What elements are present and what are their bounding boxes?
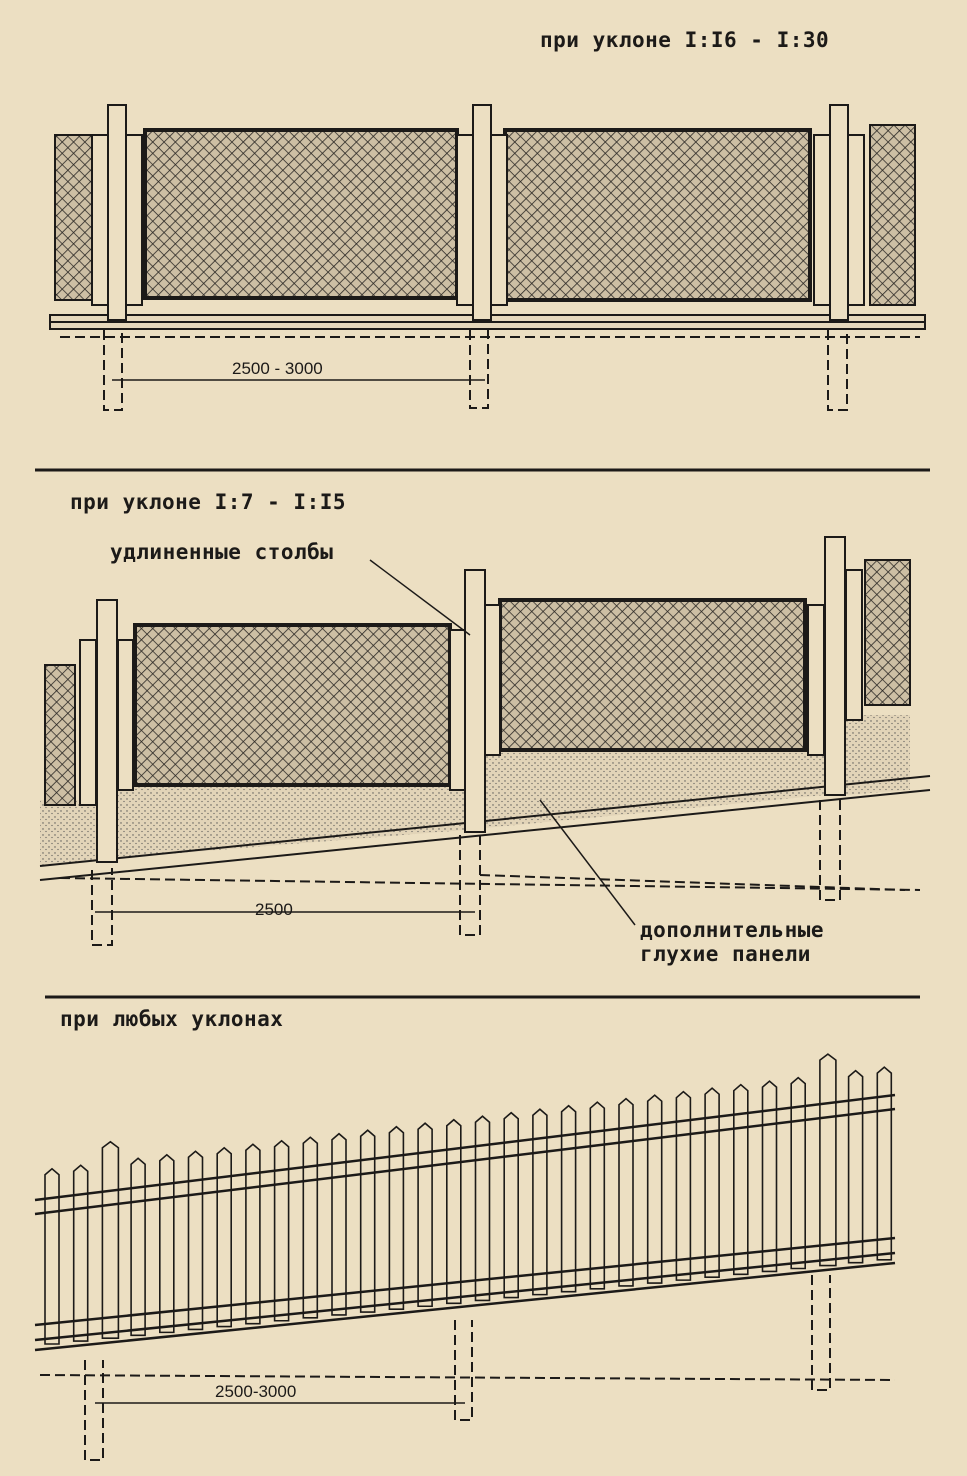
picket: [388, 1125, 405, 1310]
picket: [474, 1115, 491, 1302]
mesh-panel: [498, 598, 807, 752]
picket: [72, 1164, 89, 1342]
picket: [446, 1118, 462, 1305]
callout-extended-posts: удлиненные столбы: [110, 540, 334, 564]
section-2-dimension: 2500: [255, 900, 293, 919]
picket: [790, 1076, 806, 1270]
mesh-panel: [143, 128, 459, 300]
mesh-panel: [864, 559, 911, 706]
section-3-dimension: 2500-3000: [215, 1382, 297, 1401]
posts: [79, 536, 863, 863]
bottom-rail: [34, 1236, 896, 1352]
mesh-panel: [44, 664, 76, 806]
fence-elevation-medium-slope: [39, 536, 931, 946]
fence-post: [101, 1140, 120, 1339]
picket: [532, 1108, 548, 1296]
picket: [761, 1080, 778, 1273]
picket: [503, 1111, 519, 1299]
section-2-title: при уклоне I:7 - I:I5: [70, 490, 347, 514]
fence-elevation-gentle-slope: [49, 104, 926, 411]
section-3-title: при любых уклонах: [60, 1007, 284, 1031]
fence-elevation-any-slope: [34, 1053, 896, 1461]
mesh-panel: [869, 124, 916, 306]
mesh-panel: [133, 623, 452, 787]
leader-line: [369, 559, 471, 636]
picket: [704, 1087, 720, 1279]
picket: [876, 1066, 893, 1261]
leader-line: [539, 799, 636, 926]
picket: [331, 1132, 347, 1316]
picket: [273, 1139, 290, 1322]
callout-panels-line2: глухие панели: [640, 942, 811, 966]
picket: [560, 1104, 577, 1293]
section-1-title: при уклоне I:I6 - I:30: [540, 28, 830, 52]
picket: [646, 1094, 663, 1284]
picket: [130, 1157, 146, 1337]
picket: [187, 1150, 204, 1331]
picket: [302, 1136, 319, 1319]
picket: [359, 1129, 376, 1313]
mesh-panel: [503, 128, 812, 302]
picket: [44, 1167, 60, 1345]
section-1-dimension: 2500 - 3000: [232, 359, 323, 378]
picket: [417, 1122, 433, 1308]
picket: [589, 1101, 606, 1290]
picket: [847, 1069, 864, 1264]
picket: [733, 1083, 749, 1276]
picket: [245, 1143, 261, 1325]
picket: [159, 1153, 175, 1334]
picket: [675, 1090, 692, 1281]
fence-post: [819, 1053, 837, 1267]
top-rail: [34, 1093, 896, 1216]
callout-panels-line1: дополнительные: [640, 918, 825, 942]
picket: [216, 1146, 232, 1328]
picket: [618, 1097, 634, 1287]
posts: [91, 104, 865, 321]
mesh-panel: [54, 134, 96, 301]
